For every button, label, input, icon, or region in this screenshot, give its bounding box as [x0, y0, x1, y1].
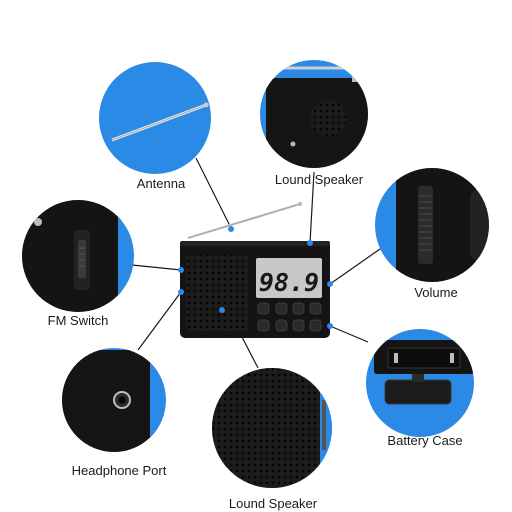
radio-button[interactable] [257, 302, 270, 315]
speaker-grille-icon [310, 100, 346, 136]
label-headphone-port: Headphone Port [71, 463, 167, 478]
label-loudspeaker-top: Lound Speaker [274, 172, 364, 187]
callout-loudspeaker-top [260, 60, 368, 168]
anchor-dot [307, 240, 313, 246]
leader-antenna [195, 157, 232, 229]
anchor-dot [327, 281, 333, 287]
leader-battery [329, 325, 369, 343]
radio-speaker-grille [186, 255, 248, 331]
radio-button[interactable] [309, 302, 322, 315]
label-volume: Volume [414, 285, 458, 300]
fm-switch-icon [78, 240, 86, 278]
volume-wheel-icon [418, 186, 433, 264]
leader-volume [329, 241, 391, 285]
radio-button[interactable] [275, 302, 288, 315]
radio-device: 98.9 [180, 201, 330, 338]
callout-loudspeaker-bottom [212, 368, 332, 488]
radio-button[interactable] [292, 302, 305, 315]
radio-buttons [257, 302, 322, 332]
callout-headphone-port [62, 348, 166, 452]
leader-lines [131, 157, 391, 369]
lcd-display [256, 258, 322, 298]
speaker-grille-icon [212, 368, 320, 488]
callout-volume [375, 168, 489, 282]
callout-fm-switch [22, 200, 134, 312]
radio-button[interactable] [292, 319, 305, 332]
callout-battery-case [366, 329, 474, 437]
anchor-dots [178, 226, 333, 329]
label-loudspeaker-bottom: Lound Speaker [228, 496, 318, 511]
anchor-dot [228, 226, 234, 232]
leader-fm [131, 264, 182, 271]
anchor-dot [327, 323, 333, 329]
battery-compartment-icon [387, 347, 461, 369]
leader-speaker-top [309, 171, 315, 244]
lcd-frequency: 98.9 [259, 268, 319, 297]
anchor-dot [178, 267, 184, 273]
callout-antenna [99, 62, 211, 174]
radio-button[interactable] [309, 319, 322, 332]
radio-button[interactable] [275, 319, 288, 332]
anchor-dot [219, 307, 225, 313]
label-fm-switch: FM Switch [47, 313, 109, 328]
label-battery-case: Battery Case [387, 433, 463, 448]
anchor-dot [178, 289, 184, 295]
label-antenna: Antenna [136, 176, 186, 191]
leader-headphone [137, 291, 182, 351]
radio-button[interactable] [257, 319, 270, 332]
